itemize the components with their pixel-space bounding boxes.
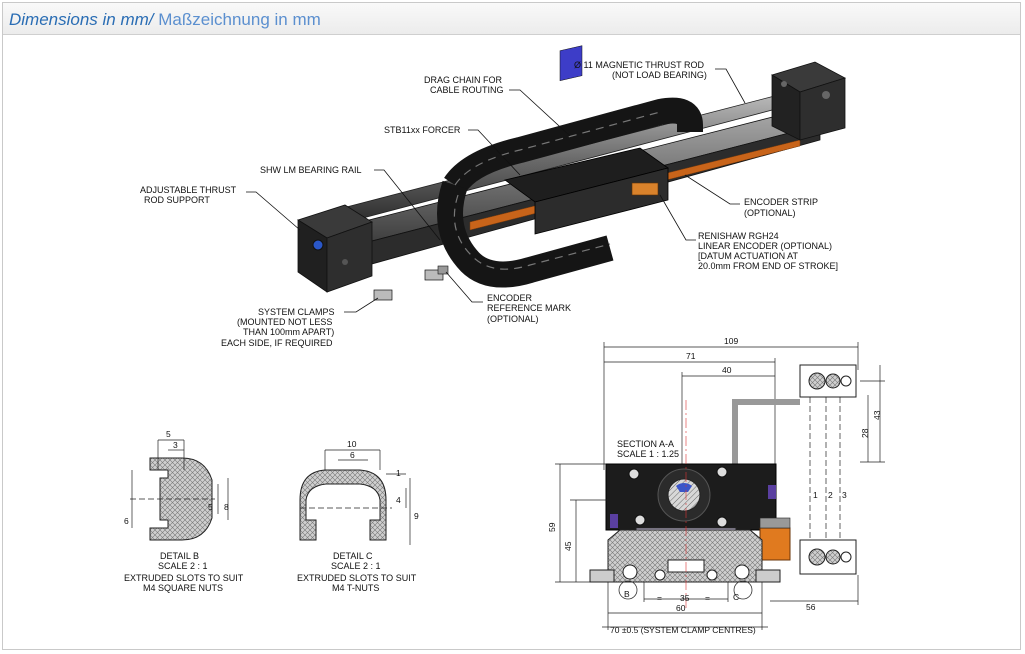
callout-refmark-2: REFERENCE MARK — [487, 303, 571, 313]
callout-support-1: ADJUSTABLE THRUST — [140, 185, 237, 195]
callout-thrust-rod-1: Ø 11 MAGNETIC THRUST ROD — [574, 60, 705, 70]
dim-28: 28 — [860, 428, 870, 438]
dim-eq-2: = — [705, 593, 710, 603]
detail-c-title: DETAIL C — [333, 551, 373, 561]
detail-b-dim-6: 6 — [124, 516, 129, 526]
rod-num-3: 3 — [842, 490, 847, 500]
dim-35: 35 — [680, 593, 690, 603]
dim-71: 71 — [686, 351, 696, 361]
detail-b-dim-5b: 5 — [208, 502, 213, 512]
dim-45: 45 — [563, 541, 573, 551]
actuator-3d-view — [297, 45, 847, 301]
detail-c-desc-2: M4 T-NUTS — [332, 583, 379, 593]
detail-b-title: DETAIL B — [160, 551, 199, 561]
detail-b-desc-2: M4 SQUARE NUTS — [143, 583, 223, 593]
detail-b-dim-5: 5 — [166, 429, 171, 439]
detail-b-dim-8: 8 — [224, 502, 229, 512]
callout-refmark-3: (OPTIONAL) — [487, 314, 539, 324]
callout-clamps-4: EACH SIDE, IF REQUIRED — [221, 338, 333, 348]
callout-clamps-3: THAN 100mm APART) — [243, 327, 334, 337]
title-english: Dimensions in mm/ — [9, 10, 154, 29]
dim-60: 60 — [676, 603, 686, 613]
section-mark-c: C — [733, 592, 739, 602]
section-a-a: 109 71 40 1 2 3 28 43 — [547, 336, 885, 635]
callout-refmark-1: ENCODER — [487, 293, 533, 303]
dim-43: 43 — [872, 410, 882, 420]
callout-support-2: ROD SUPPORT — [144, 195, 210, 205]
section-clamp-left — [589, 569, 615, 583]
dim-109: 109 — [724, 336, 738, 346]
callout-renishaw-2: LINEAR ENCODER (OPTIONAL) — [698, 241, 832, 251]
callout-encoder-strip-2: (OPTIONAL) — [744, 208, 796, 218]
section-encoder-head — [759, 527, 791, 561]
forcer-body — [504, 45, 669, 235]
section-title: SECTION A-A — [617, 439, 674, 449]
dim-56: 56 — [806, 602, 816, 612]
title-german: Maßzeichnung in mm — [153, 10, 321, 29]
detail-b-scale: SCALE 2 : 1 — [158, 561, 208, 571]
detail-b-desc-1: EXTRUDED SLOTS TO SUIT — [124, 573, 244, 583]
dim-40: 40 — [722, 365, 732, 375]
callout-clamps-1: SYSTEM CLAMPS — [258, 307, 335, 317]
panel-header: Dimensions in mm/ Maßzeichnung in mm — [3, 3, 1020, 35]
callout-renishaw-4: 20.0mm FROM END OF STROKE] — [698, 261, 838, 271]
detail-c-dim-9: 9 — [414, 511, 419, 521]
callout-drag-chain-2: CABLE ROUTING — [430, 85, 504, 95]
page-title: Dimensions in mm/ Maßzeichnung in mm — [9, 10, 321, 30]
detail-c-dim-6: 6 — [350, 450, 355, 460]
detail-b-dim-3: 3 — [173, 440, 178, 450]
system-clamp-left — [373, 289, 393, 301]
right-end-support — [771, 61, 847, 141]
callout-renishaw-3: [DATUM ACTUATION AT — [698, 251, 799, 261]
left-end-support — [297, 204, 373, 293]
callout-encoder-strip-1: ENCODER STRIP — [744, 197, 818, 207]
dim-59: 59 — [547, 522, 557, 532]
detail-c-dim-4: 4 — [396, 495, 401, 505]
dim-70-clamp-centres: 70 ±0.5 (SYSTEM CLAMP CENTRES) — [610, 625, 756, 635]
callouts: Ø 11 MAGNETIC THRUST ROD (NOT LOAD BEARI… — [140, 60, 838, 348]
system-clamp-right — [424, 269, 444, 281]
detail-c-desc-1: EXTRUDED SLOTS TO SUIT — [297, 573, 417, 583]
callout-thrust-rod-2: (NOT LOAD BEARING) — [612, 70, 707, 80]
section-scale: SCALE 1 : 1.25 — [617, 449, 679, 459]
drag-chain — [437, 97, 703, 288]
dim-eq-1: = — [657, 593, 662, 603]
callout-clamps-2: (MOUNTED NOT LESS — [237, 317, 332, 327]
detail-b: 5 3 6 5 8 DETAIL B SCALE 2 : 1 EXTRUDED … — [124, 429, 244, 593]
callout-rail: SHW LM BEARING RAIL — [260, 165, 362, 175]
callout-forcer: STB11xx FORCER — [384, 125, 461, 135]
encoder-reference-mark — [437, 265, 449, 275]
detail-c: 10 6 1 4 9 DETAIL C SCALE 2 : 1 EXTRUDED… — [297, 439, 419, 593]
detail-c-dim-10: 10 — [347, 439, 357, 449]
callout-drag-chain-1: DRAG CHAIN FOR — [424, 75, 503, 85]
detail-c-dim-1: 1 — [396, 468, 401, 478]
section-mark-b: B — [624, 589, 630, 599]
rod-num-1: 1 — [813, 490, 818, 500]
callout-renishaw-1: RENISHAW RGH24 — [698, 231, 779, 241]
rod-num-2: 2 — [828, 490, 833, 500]
detail-c-profile — [299, 469, 387, 541]
section-clamp-right — [755, 569, 781, 583]
detail-c-scale: SCALE 2 : 1 — [331, 561, 381, 571]
